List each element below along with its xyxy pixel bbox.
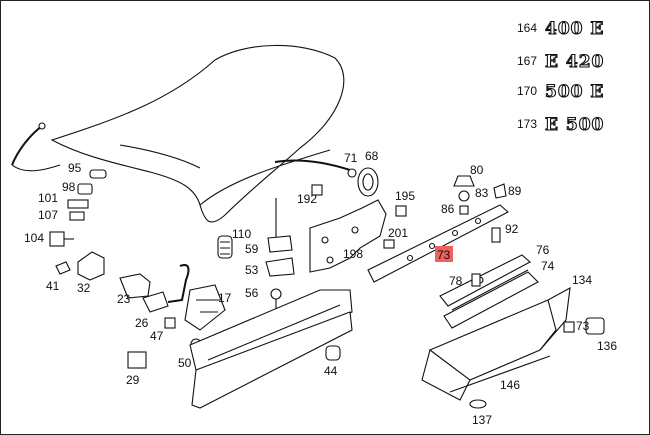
fasteners-right	[453, 175, 507, 243]
callout: 68	[365, 149, 379, 163]
trunk-lid	[50, 44, 345, 223]
callout: 17	[218, 291, 232, 305]
callout: 26	[135, 316, 149, 330]
bracket-198	[309, 199, 407, 273]
callout-labels: 71 68 95 98 101 107 104 41 32 23 26 47 1…	[24, 149, 617, 427]
badge-text: E 420	[545, 52, 604, 72]
callout: 137	[472, 413, 492, 427]
callout: 73	[576, 319, 590, 333]
callout: 195	[395, 189, 415, 203]
callout: 104	[24, 231, 44, 245]
panel-134	[421, 287, 571, 401]
callout: 44	[324, 364, 338, 378]
callout: 92	[505, 222, 519, 236]
callout: 146	[500, 378, 520, 392]
callout: 29	[126, 373, 140, 387]
callout: 107	[38, 208, 58, 222]
callout: 56	[245, 286, 259, 300]
callout: 78	[449, 274, 463, 288]
callout: 98	[62, 180, 76, 194]
badge-number: 173	[517, 117, 537, 131]
callout: 80	[470, 163, 484, 177]
trim-strip-73	[367, 204, 509, 283]
small-parts-center	[217, 184, 323, 310]
callout: 86	[441, 202, 455, 216]
callout: 198	[343, 247, 363, 261]
callout: 201	[388, 226, 408, 240]
callout: 83	[475, 186, 489, 200]
wheel-part-68	[357, 167, 379, 197]
callout: 23	[117, 292, 131, 306]
highlighted-callout-label: 73	[437, 248, 451, 262]
callout: 95	[68, 161, 82, 175]
callout: 76	[536, 243, 550, 257]
callout: 59	[245, 242, 259, 256]
highlighted-callout[interactable]: 73	[435, 246, 453, 262]
release-rod	[274, 159, 351, 171]
lower-trim-channel	[189, 289, 353, 409]
callout: 136	[597, 339, 617, 353]
callout: 134	[572, 273, 592, 287]
callout: 32	[77, 281, 91, 295]
gas-strut	[11, 122, 61, 172]
callout: 53	[245, 263, 259, 277]
small-parts-left	[49, 169, 226, 369]
badge-number: 170	[517, 84, 537, 98]
model-badges: 164 400 E 167 E 420 170 500 E 173 E 500	[517, 18, 604, 135]
callout: 101	[38, 191, 58, 205]
callout: 50	[178, 356, 192, 370]
badge-text: 500 E	[545, 82, 604, 102]
callout: 89	[508, 184, 522, 198]
badge-text: 400 E	[545, 19, 604, 39]
callout: 110	[232, 227, 251, 241]
callout: 74	[541, 259, 555, 273]
callout: 47	[150, 329, 164, 343]
badge-number: 164	[517, 21, 537, 35]
callout: 192	[297, 192, 317, 206]
badge-number: 167	[517, 54, 537, 68]
callout: 41	[46, 279, 60, 293]
badge-text: E 500	[545, 115, 604, 135]
small-parts-right	[469, 273, 605, 409]
callout: 71	[344, 151, 358, 165]
